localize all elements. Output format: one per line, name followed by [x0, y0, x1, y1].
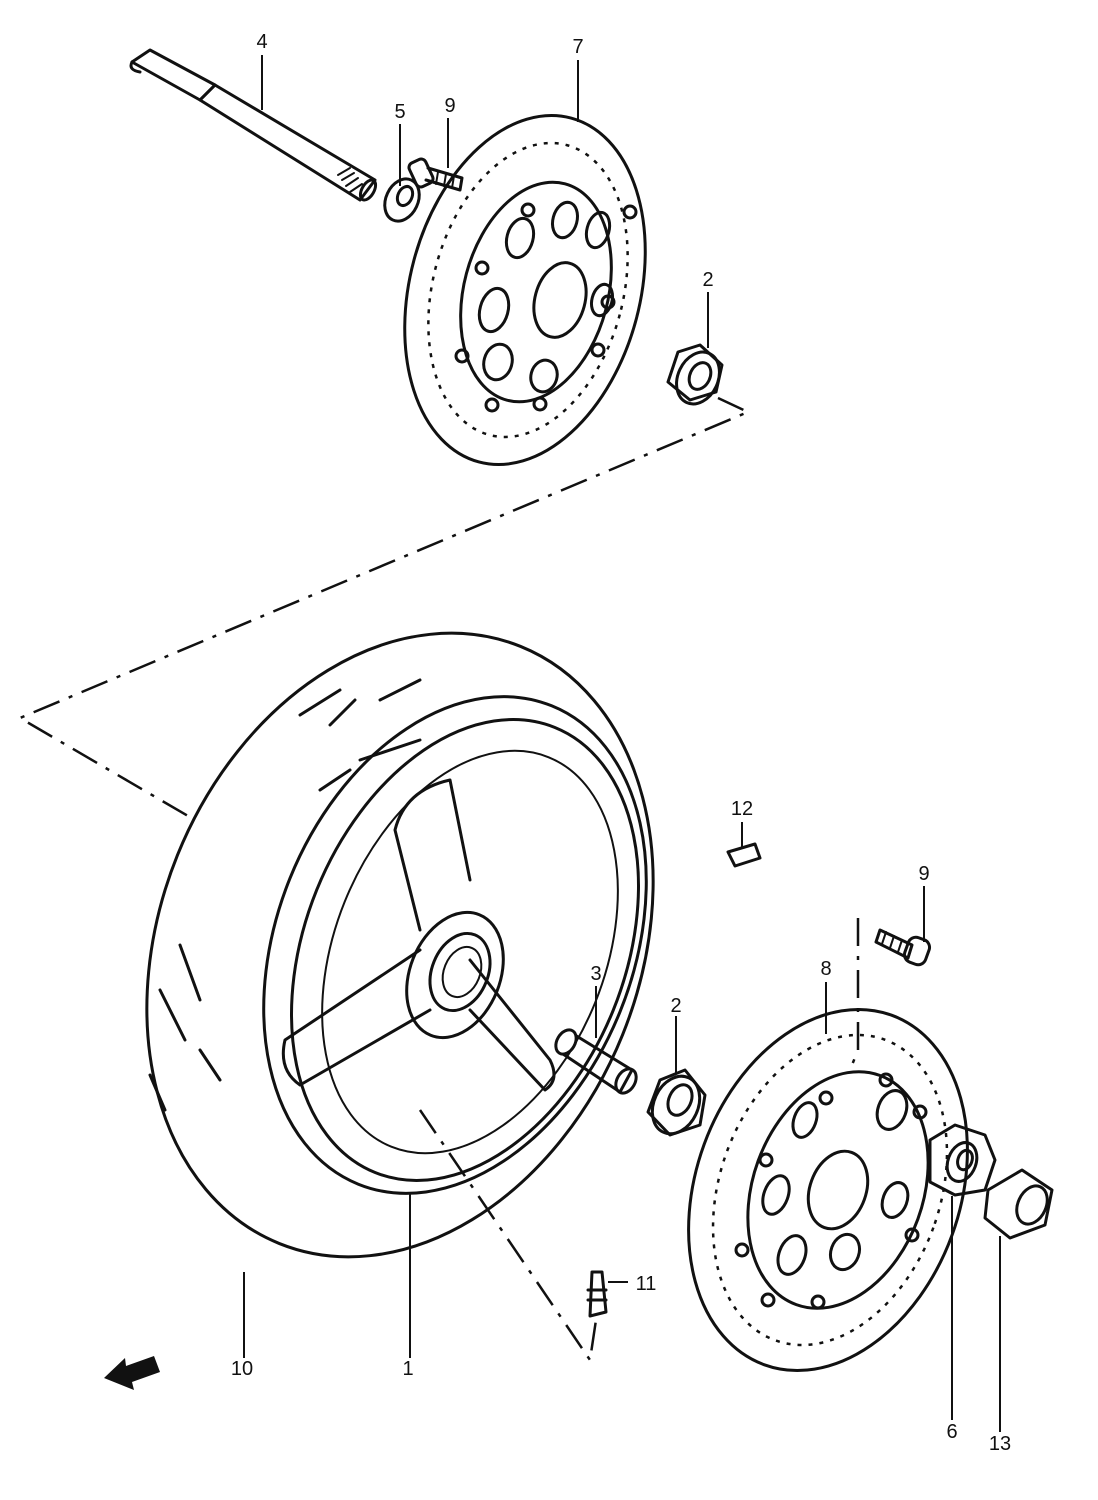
callout-11: 11: [636, 1273, 657, 1295]
bearing-top: [666, 343, 724, 406]
callout-4: 4: [256, 31, 267, 53]
callout-2-top: 2: [702, 269, 713, 291]
washer-part: [383, 177, 421, 223]
callout-3: 3: [590, 963, 601, 985]
front-direction-arrow-icon: [104, 1356, 160, 1390]
callout-13: 13: [989, 1433, 1011, 1455]
axle-part: [129, 48, 378, 202]
callout-9-bottom: 9: [918, 863, 929, 885]
callout-5: 5: [394, 101, 405, 123]
brake-disc-bottom: [687, 1007, 969, 1373]
bearing-bottom: [646, 1068, 707, 1137]
callout-labels: 4 5 9 7 2 12 9 3 2 8 11 10 1 6 13: [231, 31, 1011, 1455]
valve-part: [586, 1270, 608, 1318]
callout-2-bottom: 2: [670, 995, 681, 1017]
callout-leaders: [243, 55, 1001, 1432]
callout-8: 8: [820, 958, 831, 980]
valve-cap-part: [726, 842, 762, 868]
disc-bolt-bottom: [874, 928, 932, 967]
callout-12: 12: [731, 798, 753, 820]
axle-cap-part: [983, 1168, 1054, 1240]
disc-bolt-top: [407, 157, 464, 192]
collar-part: [928, 1123, 997, 1197]
callout-10: 10: [231, 1358, 253, 1380]
brake-disc-top: [403, 114, 647, 466]
callout-1: 1: [402, 1358, 413, 1380]
callout-6: 6: [946, 1421, 957, 1443]
spacer-part: [554, 1028, 638, 1095]
assembly-centerline: [17, 396, 860, 1364]
callout-9-top: 9: [444, 95, 455, 117]
callout-7: 7: [572, 36, 583, 58]
tire-and-wheel: [145, 631, 655, 1259]
